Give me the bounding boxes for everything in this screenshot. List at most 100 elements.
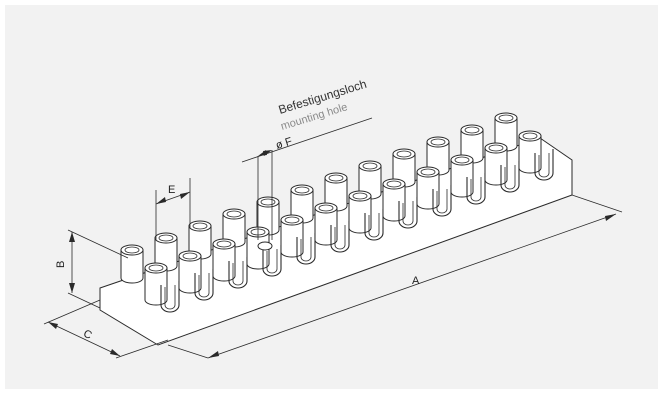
screw-tube-rear-3-rim (188, 220, 212, 232)
arrow-a-left (208, 351, 219, 358)
dim-c-extension-right (115, 339, 169, 359)
arrow-e-left (156, 197, 166, 204)
clamp-inner-5 (300, 237, 312, 262)
arrow-b-top (69, 232, 75, 242)
clamp-opening-11 (500, 161, 520, 193)
screw-tube-rear-4-bore (226, 210, 242, 218)
screw-tube-rear-5-bore (260, 198, 276, 206)
dim-a-extension-right (571, 194, 623, 213)
screw-tube-rear-3-bore (192, 222, 208, 230)
dim-a-extension-left (167, 344, 209, 359)
screw-tube-front-2-rim (178, 250, 202, 262)
screw-tube-rear-9-rim (392, 148, 416, 160)
screw-tube-front-11-rim (484, 142, 508, 154)
clamp-opening-3 (228, 257, 248, 289)
screw-tube-front-2 (178, 250, 202, 294)
clamp-opening-2 (194, 269, 214, 301)
screw-tube-front-8 (382, 178, 406, 222)
screw-tube-rear-1-body (120, 249, 144, 284)
clamp-opening-5 (296, 233, 316, 265)
screw-tube-front-1-body (144, 267, 168, 306)
screw-tube-front-5-bore (284, 216, 300, 224)
clamp-inner-3 (232, 261, 244, 286)
screw-tube-front-9-body (416, 171, 440, 210)
mounting-hole (257, 241, 273, 251)
screw-tube-front-12 (518, 130, 542, 174)
clamp-inner-9 (436, 189, 448, 214)
dim-c-line (47, 321, 121, 357)
clamp-inner-4 (266, 249, 278, 274)
screw-tube-rear-1-rim (120, 244, 144, 256)
screw-tube-rear-5 (256, 196, 280, 236)
dim-f-label: ø F (274, 135, 294, 151)
screw-tube-rear-4 (222, 208, 246, 248)
screw-tube-rear-11-bore (464, 126, 480, 134)
clamp-inner-10 (470, 177, 482, 202)
screw-tube-rear-2-bore (158, 234, 174, 242)
dim-a-line (207, 213, 617, 359)
screw-tube-front-5-body (280, 219, 304, 258)
screw-tube-front-6-bore (318, 204, 334, 212)
arrow-e-right (180, 192, 190, 199)
screw-tube-front-6-body (314, 207, 338, 246)
dim-c-label: C (81, 328, 93, 342)
screw-tube-rear-7-bore (328, 174, 344, 182)
screw-tube-front-10-bore (454, 156, 470, 164)
screw-tube-rear-11-rim (460, 124, 484, 136)
screw-tube-front-9 (416, 166, 440, 210)
screw-tube-rear-1-bore (124, 246, 140, 254)
arrow-c-left (48, 322, 58, 329)
clamp-opening-4 (262, 245, 282, 277)
screw-tube-front-11-body (484, 147, 508, 186)
screw-tube-rear-12-rim (494, 112, 518, 124)
screw-tube-front-3-body (212, 243, 236, 282)
screw-tube-front-12-rim (518, 130, 542, 142)
screw-tube-rear-8-bore (362, 162, 378, 170)
screw-tube-rear-10-rim (426, 136, 450, 148)
screw-tube-rear-8-rim (358, 160, 382, 172)
screw-tube-front-8-bore (386, 180, 402, 188)
screw-tube-front-10-rim (450, 154, 474, 166)
screw-tube-front-10-body (450, 159, 474, 198)
terminal-strip (99, 112, 573, 346)
screw-tube-rear-5-rim (256, 196, 280, 208)
screw-tube-front-3 (212, 238, 236, 282)
screw-tube-front-8-rim (382, 178, 406, 190)
screw-tube-rear-10-bore (430, 138, 446, 146)
screw-tube-front-7 (348, 190, 372, 234)
screw-tube-front-8-body (382, 183, 406, 222)
clamp-inner-11 (504, 165, 516, 190)
clamp-opening-10 (466, 173, 486, 205)
screw-tube-front-9-rim (416, 166, 440, 178)
screw-tube-rear-4-rim (222, 208, 246, 220)
clamp-opening-9 (432, 185, 452, 217)
clamp-inner-2 (198, 273, 210, 298)
clamp-opening-6 (330, 221, 350, 253)
clamp-inner-6 (334, 225, 346, 250)
screw-tube-rear-1 (120, 244, 144, 284)
screw-tube-front-6 (314, 202, 338, 246)
screw-tube-front-11 (484, 142, 508, 186)
screw-tube-rear-9-bore (396, 150, 412, 158)
screw-tube-front-7-body (348, 195, 372, 234)
screw-tube-front-3-bore (216, 240, 232, 248)
screw-tube-front-5 (280, 214, 304, 258)
clamp-inner-1 (164, 285, 176, 310)
screw-tube-rear-2-rim (154, 232, 178, 244)
screw-tube-front-1 (144, 262, 168, 306)
dim-c-extension-left (43, 299, 101, 325)
dim-e-label: E (168, 184, 175, 196)
dimension-arrows (48, 150, 616, 358)
screw-tube-front-10 (450, 154, 474, 198)
screw-tube-rear-12 (494, 112, 518, 152)
dim-b-extension-bottom (67, 292, 101, 309)
screw-tube-rear-12-bore (498, 114, 514, 122)
arrow-c-right (110, 349, 120, 356)
clamp-inner-8 (402, 201, 414, 226)
screw-tube-rear-10 (426, 136, 450, 176)
screw-tube-front-6-rim (314, 202, 338, 214)
screw-tube-front-11-bore (488, 144, 504, 152)
screw-tube-front-1-bore (148, 264, 164, 272)
arrow-a-right (605, 214, 616, 221)
